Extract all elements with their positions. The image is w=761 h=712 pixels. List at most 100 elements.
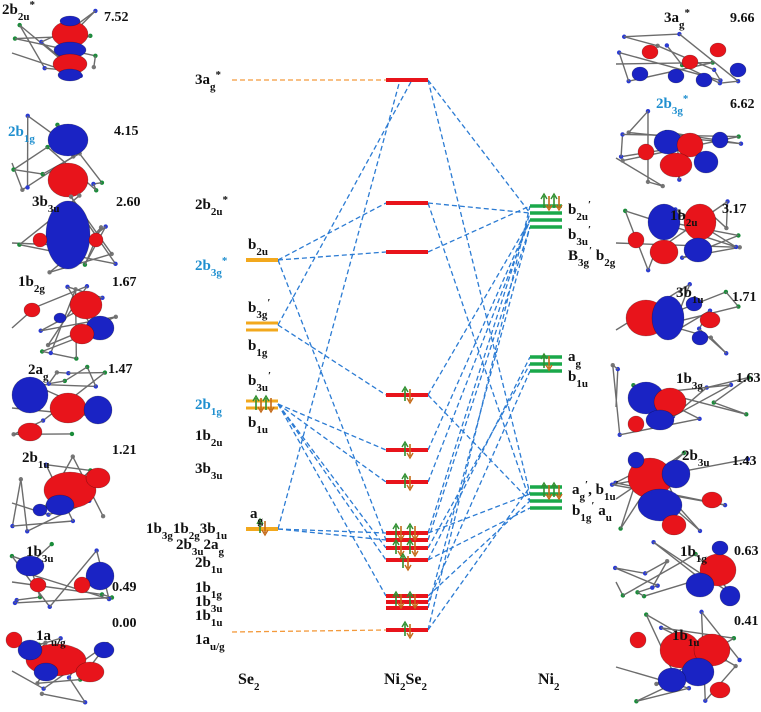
bond xyxy=(86,366,97,387)
atom xyxy=(93,53,98,58)
lobe xyxy=(711,540,729,556)
atom xyxy=(728,382,734,388)
bond xyxy=(615,581,624,596)
connector-lines xyxy=(231,79,531,633)
bond xyxy=(624,33,680,38)
connector xyxy=(427,79,531,495)
bond xyxy=(678,506,701,532)
ni2se2-level-label: 1b1u xyxy=(195,608,222,629)
electron-pair xyxy=(262,394,275,414)
lobe xyxy=(33,662,59,682)
bond xyxy=(12,520,73,527)
lobe xyxy=(69,323,95,345)
lobe xyxy=(17,422,43,442)
lobe xyxy=(85,561,115,591)
left-orbital-energy: 7.52 xyxy=(104,10,129,25)
bond xyxy=(41,693,86,704)
lobe xyxy=(23,302,41,318)
atom xyxy=(82,700,88,705)
ni2-level-label-b1g-au: b1g′ au xyxy=(572,500,612,524)
atom xyxy=(737,657,742,663)
lobe xyxy=(32,503,48,517)
lobe xyxy=(681,657,715,687)
lobe xyxy=(699,311,721,329)
atom xyxy=(48,350,53,356)
connector xyxy=(427,202,531,214)
ni2se2-level-label: 1b2u xyxy=(195,428,222,449)
connector xyxy=(427,493,531,534)
down-arrow-head xyxy=(411,602,419,610)
lobe xyxy=(693,150,719,174)
lobe xyxy=(69,290,103,320)
down-arrow-head xyxy=(411,534,419,542)
ni2se2-level-label: 2b1g xyxy=(195,397,222,418)
right-orbital-energy: 1.71 xyxy=(732,290,757,305)
connector xyxy=(277,403,387,483)
down-arrow-head xyxy=(261,529,269,537)
lobe xyxy=(661,459,691,489)
down-arrow-head xyxy=(397,534,405,542)
right-orbital-label: 1b1u xyxy=(672,628,699,649)
up-arrow-head xyxy=(401,472,409,480)
connector xyxy=(427,500,531,597)
connector xyxy=(427,219,531,483)
lobe xyxy=(695,72,713,88)
up-arrow-head xyxy=(540,192,548,200)
up-arrow-head xyxy=(550,481,558,489)
connector xyxy=(277,79,413,326)
connector xyxy=(427,219,531,396)
bond xyxy=(11,479,22,527)
ni2-level-label: b1u xyxy=(568,369,588,390)
electron-pair xyxy=(401,620,414,640)
up-arrow-head xyxy=(540,481,548,489)
electron-pair xyxy=(401,472,414,492)
atom xyxy=(39,691,45,697)
connector xyxy=(427,226,531,609)
bond xyxy=(651,560,668,588)
bond xyxy=(653,541,702,580)
ni2-level-label: b2u′ xyxy=(568,199,591,223)
lobe xyxy=(629,631,647,649)
left-orbital-label: 1au/g xyxy=(36,628,66,649)
bond xyxy=(615,157,664,187)
molecule-skeleton xyxy=(11,113,105,193)
atom xyxy=(69,431,75,437)
left-orbital-label: 2b1u xyxy=(22,450,49,471)
lobe xyxy=(53,312,67,324)
electron-pair xyxy=(401,440,414,460)
bond xyxy=(20,479,28,532)
bond xyxy=(628,110,649,133)
connector-1aug xyxy=(231,629,387,633)
lobe xyxy=(15,555,45,577)
ni2se2-combined-label-b: 2b3u2ag xyxy=(176,537,224,558)
electron-pair xyxy=(406,522,419,542)
ni2se2-level-label: 1b3u xyxy=(195,594,222,615)
left-orbital-label: 2ag xyxy=(28,362,49,383)
up-arrow-head xyxy=(540,352,548,360)
ni2se2-level-label: 2b3g* xyxy=(195,255,228,279)
lobe xyxy=(657,667,687,693)
bond xyxy=(19,24,46,69)
lobe xyxy=(627,415,645,433)
lobe xyxy=(75,661,105,683)
down-arrow-head xyxy=(411,550,419,558)
electron-pair xyxy=(252,394,265,414)
ni2se2-level-label: 1au/g xyxy=(195,632,225,653)
lobe xyxy=(93,641,115,659)
left-orbital-energy: 0.49 xyxy=(112,580,137,595)
electron-pair xyxy=(256,517,269,537)
bond xyxy=(49,550,98,608)
down-arrow-head xyxy=(545,493,553,501)
bond xyxy=(16,596,41,601)
connector xyxy=(427,370,531,603)
bond xyxy=(614,567,658,587)
connector xyxy=(427,507,531,561)
bond xyxy=(665,131,742,145)
se2-level-label: b2u xyxy=(248,237,268,258)
bond xyxy=(710,337,727,354)
column-label-ni2: Ni2 xyxy=(538,671,560,693)
connector xyxy=(427,394,531,502)
left-orbital-label: 2b1g xyxy=(8,124,35,145)
down-arrow-head xyxy=(406,484,414,492)
lobe xyxy=(676,132,704,158)
